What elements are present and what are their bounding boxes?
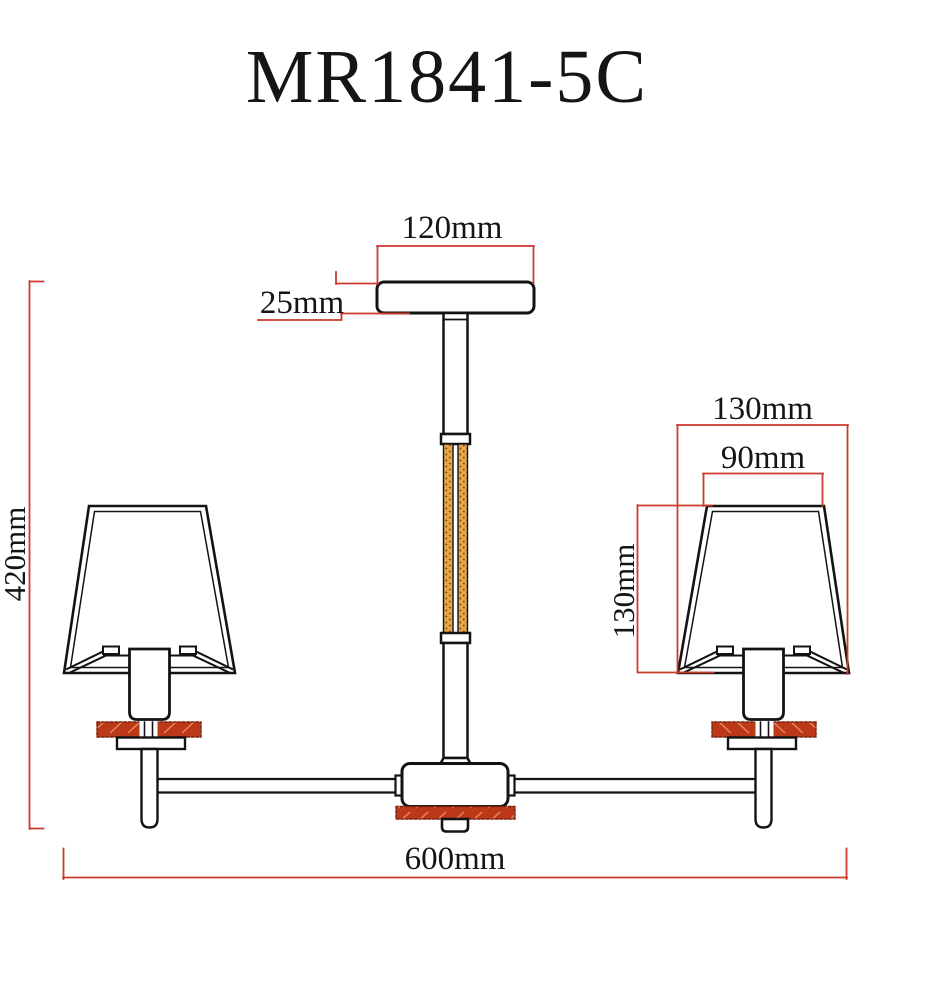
dim-canopy-width-lines xyxy=(376,245,535,284)
cross-arms xyxy=(155,774,759,797)
drop-stem xyxy=(140,747,159,829)
dim-canopy-width-label: 120mm xyxy=(401,210,503,246)
rope-texture-left xyxy=(442,443,454,634)
center-hub xyxy=(395,762,516,833)
dim-shade-height-lines xyxy=(636,504,715,674)
dim-shade-bottom-width-lines xyxy=(676,424,849,675)
dim-total-width-label: 600mm xyxy=(404,841,506,877)
dim-shade-top-width-lines xyxy=(702,472,824,507)
rope-collar-bottom xyxy=(439,631,472,645)
center-finial xyxy=(440,817,470,833)
center-rod xyxy=(437,311,474,766)
rope-texture-right xyxy=(457,443,469,634)
dim-total-width-lines xyxy=(62,847,848,880)
center-wood-disk xyxy=(395,805,516,820)
rope-collar-top xyxy=(439,432,472,446)
dim-canopy-height-lines xyxy=(257,271,410,321)
dim-canopy-height-label: 25mm xyxy=(259,285,345,321)
lamp-shade-outer xyxy=(62,504,237,675)
socket-plate xyxy=(115,736,187,751)
drawing-title: MR1841-5C xyxy=(245,35,649,119)
dim-shade-top-width-label: 90mm xyxy=(720,440,806,476)
dim-total-height-lines xyxy=(28,280,45,830)
dimension-lines xyxy=(28,245,849,880)
left-lamp xyxy=(62,504,237,829)
lamp-wood-disk xyxy=(96,721,202,738)
dim-shade-height-label: 130mm xyxy=(606,543,641,639)
dim-total-height-label: 420mm xyxy=(0,506,32,602)
ceiling-canopy xyxy=(375,280,536,315)
lamp-socket xyxy=(128,647,171,721)
dim-shade-bottom-width-label: 130mm xyxy=(712,391,813,427)
